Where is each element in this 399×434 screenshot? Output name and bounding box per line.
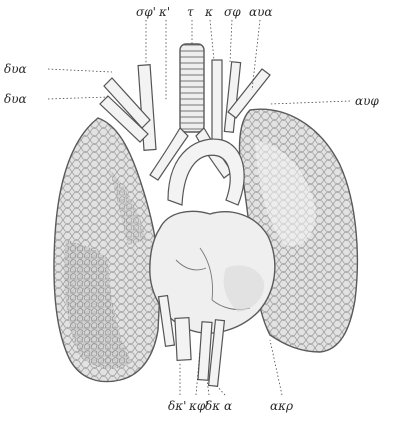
label-right: αυφ [355, 94, 379, 108]
label-top-1: σφ' [136, 5, 156, 19]
label-top-5: σφ [224, 5, 241, 19]
label-top-6: αυα [249, 5, 273, 19]
left-lung-illustration [54, 118, 160, 382]
label-bottom-5: ακρ [270, 399, 293, 413]
label-top-2: κ' [158, 5, 170, 19]
label-bottom-4: α [224, 399, 232, 413]
label-bottom-3: δκ [205, 399, 220, 413]
label-left-upper: δυα [4, 62, 27, 76]
label-top-4: κ [204, 5, 213, 19]
label-bottom-1: δκ' [168, 399, 186, 413]
label-left-lower: δυα [4, 92, 27, 106]
label-top-3: τ [187, 5, 194, 19]
